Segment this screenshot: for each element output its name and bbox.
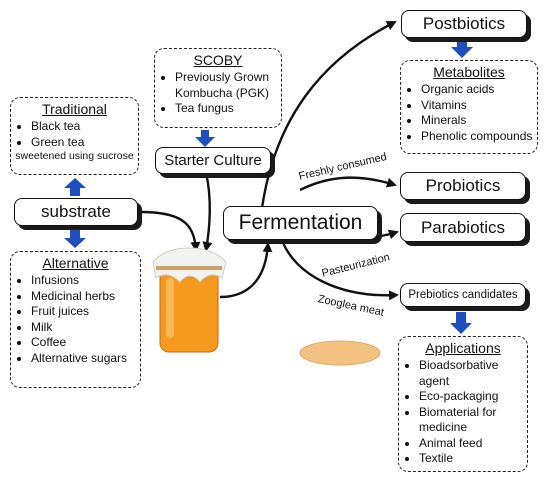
list-item: Tea fungus — [175, 101, 281, 117]
list-item: Animal feed — [419, 436, 527, 452]
list-item: Fruit juices — [31, 304, 140, 320]
postbiotics-box: Postbiotics — [401, 10, 527, 38]
alternative-list: Infusions Medicinal herbs Fruit juices M… — [11, 273, 140, 366]
arrow-jar-to-fermentation — [219, 242, 273, 299]
list-item: Biomaterial for medicine — [419, 405, 509, 436]
list-item: Medicinal herbs — [31, 289, 140, 305]
arrow-fermentation-to-probiotics — [299, 176, 397, 192]
starter-culture-box: Starter Culture — [155, 147, 271, 174]
applications-title: Applications — [425, 340, 501, 356]
list-item: Green tea — [31, 135, 138, 151]
alternative-title: Alternative — [42, 255, 109, 271]
traditional-list: Black tea Green tea — [11, 119, 138, 150]
scoby-disc-image — [299, 340, 381, 366]
list-item: Coffee — [31, 335, 140, 351]
substrate-box: substrate — [14, 198, 138, 226]
blue-arrow-metabolites — [451, 38, 473, 58]
kombucha-jar-image — [152, 247, 227, 353]
metabolites-box: Metabolites Organic acids Vitamins Miner… — [400, 60, 538, 154]
list-item: Textile — [419, 451, 527, 467]
blue-arrow-scoby — [195, 130, 215, 147]
applications-box: Applications Bioadsorbative agent Eco-pa… — [398, 336, 528, 472]
list-item: Phenolic compounds — [421, 129, 537, 145]
list-item: Milk — [31, 320, 140, 336]
applications-list: Bioadsorbative agent Eco-packaging Bioma… — [399, 358, 527, 467]
list-item: Previously Grown Kombucha (PGK) — [175, 70, 281, 101]
arrow-fermentation-to-postbiotics — [260, 20, 397, 209]
list-item: Vitamins — [421, 98, 537, 114]
list-item: Alternative sugars — [31, 351, 140, 367]
prebiotics-label: Prebiotics candidates — [408, 289, 518, 301]
blue-arrow-applications — [450, 312, 472, 334]
fermentation-box: Fermentation — [223, 206, 378, 240]
parabiotics-box: Parabiotics — [400, 213, 526, 242]
scoby-list: Previously Grown Kombucha (PGK) Tea fung… — [155, 70, 281, 117]
arrow-substrate-to-jar — [139, 210, 201, 252]
blue-arrow-traditional — [64, 178, 86, 196]
scoby-title: SCOBY — [193, 52, 243, 68]
traditional-note: sweetened using sucrose — [15, 150, 134, 162]
list-item: Bioadsorbative agent — [419, 358, 503, 389]
list-item: Black tea — [31, 119, 138, 135]
blue-arrow-alternative — [64, 229, 86, 248]
metabolites-list: Organic acids Vitamins Minerals Phenolic… — [401, 82, 537, 144]
arrow-starter-to-jar — [202, 172, 213, 252]
scoby-box: SCOBY Previously Grown Kombucha (PGK) Te… — [154, 48, 282, 128]
list-item: Minerals — [421, 113, 537, 129]
list-item: Organic acids — [421, 82, 537, 98]
list-item: Infusions — [31, 273, 140, 289]
substrate-label: substrate — [41, 202, 111, 221]
metabolites-title: Metabolites — [433, 64, 505, 80]
traditional-title: Traditional — [42, 101, 107, 117]
postbiotics-label: Postbiotics — [422, 14, 506, 33]
arrow-fermentation-to-prebiotics — [280, 239, 399, 301]
fermentation-label: Fermentation — [238, 211, 363, 234]
alternative-box: Alternative Infusions Medicinal herbs Fr… — [10, 251, 141, 388]
probiotics-label: Probiotics — [425, 176, 501, 195]
prebiotics-box: Prebiotics candidates — [400, 283, 526, 307]
list-item: Eco-packaging — [419, 389, 527, 405]
parabiotics-label: Parabiotics — [420, 217, 506, 237]
traditional-box: Traditional Black tea Green tea sweetene… — [10, 97, 139, 175]
probiotics-box: Probiotics — [400, 172, 526, 200]
starter-culture-label: Starter Culture — [164, 152, 262, 169]
